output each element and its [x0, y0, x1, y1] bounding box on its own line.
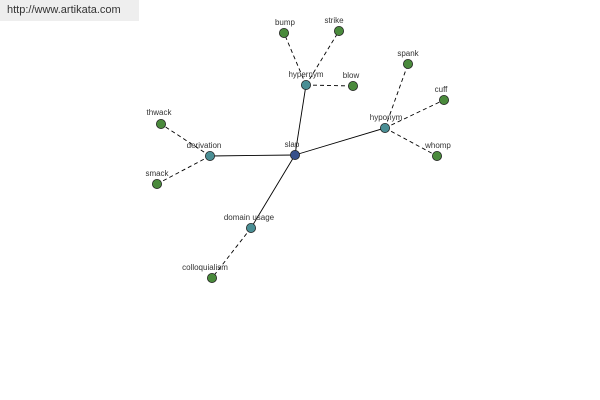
word-node-spank[interactable] [402, 59, 413, 70]
relation-node-label-derivation: derivation [187, 141, 222, 150]
edge-derivation-thwack [160, 123, 211, 157]
relation-node-hyponym[interactable] [379, 123, 390, 134]
word-node-bump[interactable] [278, 27, 289, 38]
edge-slap-hyponym [294, 127, 386, 156]
word-node-cuff[interactable] [438, 95, 449, 106]
relation-node-domain-usage[interactable] [245, 222, 256, 233]
word-node-smack[interactable] [151, 178, 162, 189]
edge-slap-domain-usage [250, 154, 296, 229]
edge-slap-hypernym [294, 84, 307, 156]
word-node-thwack[interactable] [155, 119, 166, 130]
word-node-label-colloquialism: colloquialism [182, 263, 228, 272]
word-node-label-thwack: thwack [147, 108, 173, 117]
edge-hypernym-strike [305, 30, 340, 86]
word-node-blow[interactable] [347, 81, 358, 92]
word-node-strike[interactable] [333, 25, 344, 36]
edge-domain-usage-colloquialism [211, 227, 252, 279]
word-node-colloquialism[interactable] [206, 272, 217, 283]
word-node-label-strike: strike [324, 16, 344, 25]
word-node-label-bump: bump [275, 18, 296, 27]
word-node-label-cuff: cuff [435, 85, 449, 94]
center-node-slap[interactable] [289, 149, 300, 160]
center-node-label: slap [285, 140, 300, 149]
edge-hypernym-blow [305, 84, 354, 87]
relation-node-label-hypernym: hypernym [288, 70, 323, 79]
relation-node-derivation[interactable] [204, 150, 215, 161]
edge-hyponym-cuff [384, 99, 445, 129]
word-node-label-blow: blow [343, 71, 360, 80]
relation-node-hypernym[interactable] [300, 80, 311, 91]
edge-slap-derivation [209, 154, 296, 157]
word-node-label-smack: smack [145, 169, 169, 178]
edge-hyponym-spank [384, 63, 409, 129]
edge-hyponym-whomp [384, 127, 438, 157]
graph-labels: slap hypernym bump strike blow hyponym spank cu… [145, 16, 451, 272]
graph-nodes [151, 25, 449, 283]
word-node-whomp[interactable] [431, 150, 442, 161]
word-node-label-whomp: whomp [424, 141, 451, 150]
edge-derivation-smack [156, 155, 211, 185]
site-url-label: http://www.artikata.com [0, 0, 139, 21]
relation-node-label-domain-usage: domain usage [224, 213, 275, 222]
relation-node-label-hyponym: hyponym [370, 113, 403, 122]
word-node-label-spank: spank [397, 49, 419, 58]
graph-edges [156, 30, 445, 279]
edge-hypernym-bump [283, 32, 307, 86]
